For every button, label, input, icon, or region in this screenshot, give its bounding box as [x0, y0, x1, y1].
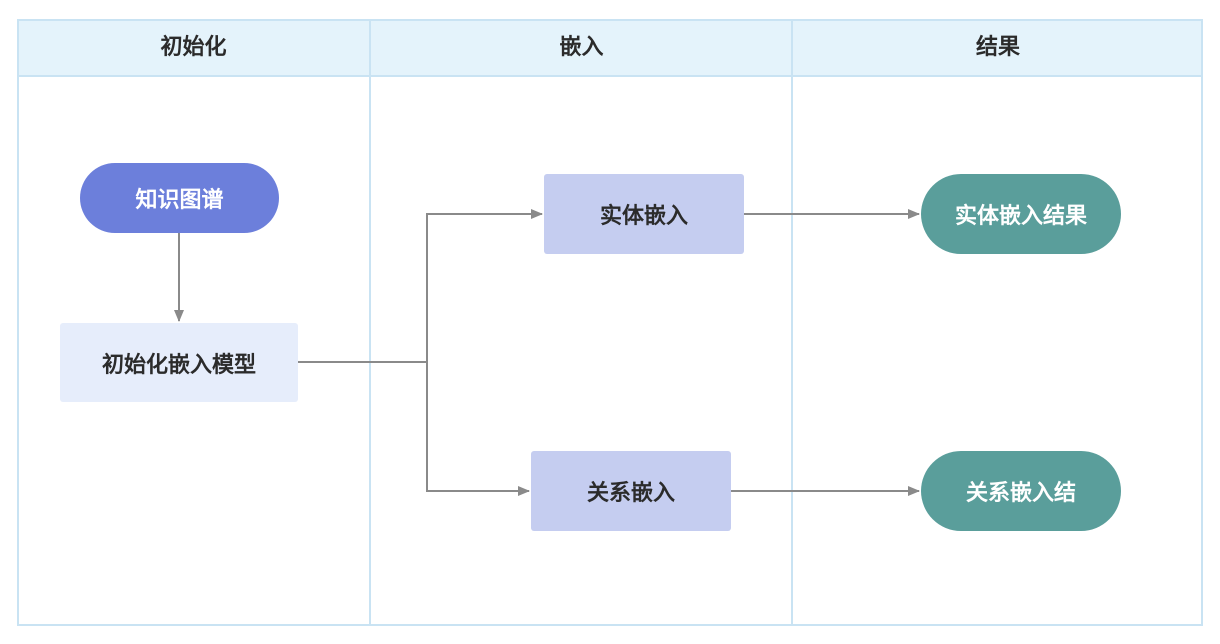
lane-title-init: 初始化	[160, 35, 227, 60]
node-label: 初始化嵌入模型	[101, 352, 256, 378]
node-label: 知识图谱	[135, 188, 224, 213]
node-knowledge-graph[interactable]: 知识图谱	[80, 163, 279, 233]
node-entity-embedding[interactable]: 实体嵌入	[544, 174, 744, 254]
edge-init-to-entity	[298, 209, 543, 363]
node-entity-embedding-result[interactable]: 实体嵌入结果	[921, 174, 1121, 254]
node-init-embedding-model[interactable]: 初始化嵌入模型	[60, 323, 298, 402]
lane-header-bar	[17, 19, 1203, 77]
lane-divider-1	[369, 19, 371, 626]
lane-divider-2	[791, 19, 793, 626]
node-relation-embedding[interactable]: 关系嵌入	[531, 451, 731, 531]
node-label: 实体嵌入	[599, 204, 688, 229]
lane-title-result: 结果	[975, 35, 1020, 60]
node-relation-embedding-result[interactable]: 关系嵌入结	[921, 451, 1121, 531]
lane-title-embed: 嵌入	[559, 35, 604, 60]
node-label: 实体嵌入结果	[954, 204, 1087, 229]
node-label: 关系嵌入	[586, 481, 675, 506]
edge-init-to-relation	[426, 362, 530, 496]
node-label: 关系嵌入结	[965, 481, 1076, 506]
